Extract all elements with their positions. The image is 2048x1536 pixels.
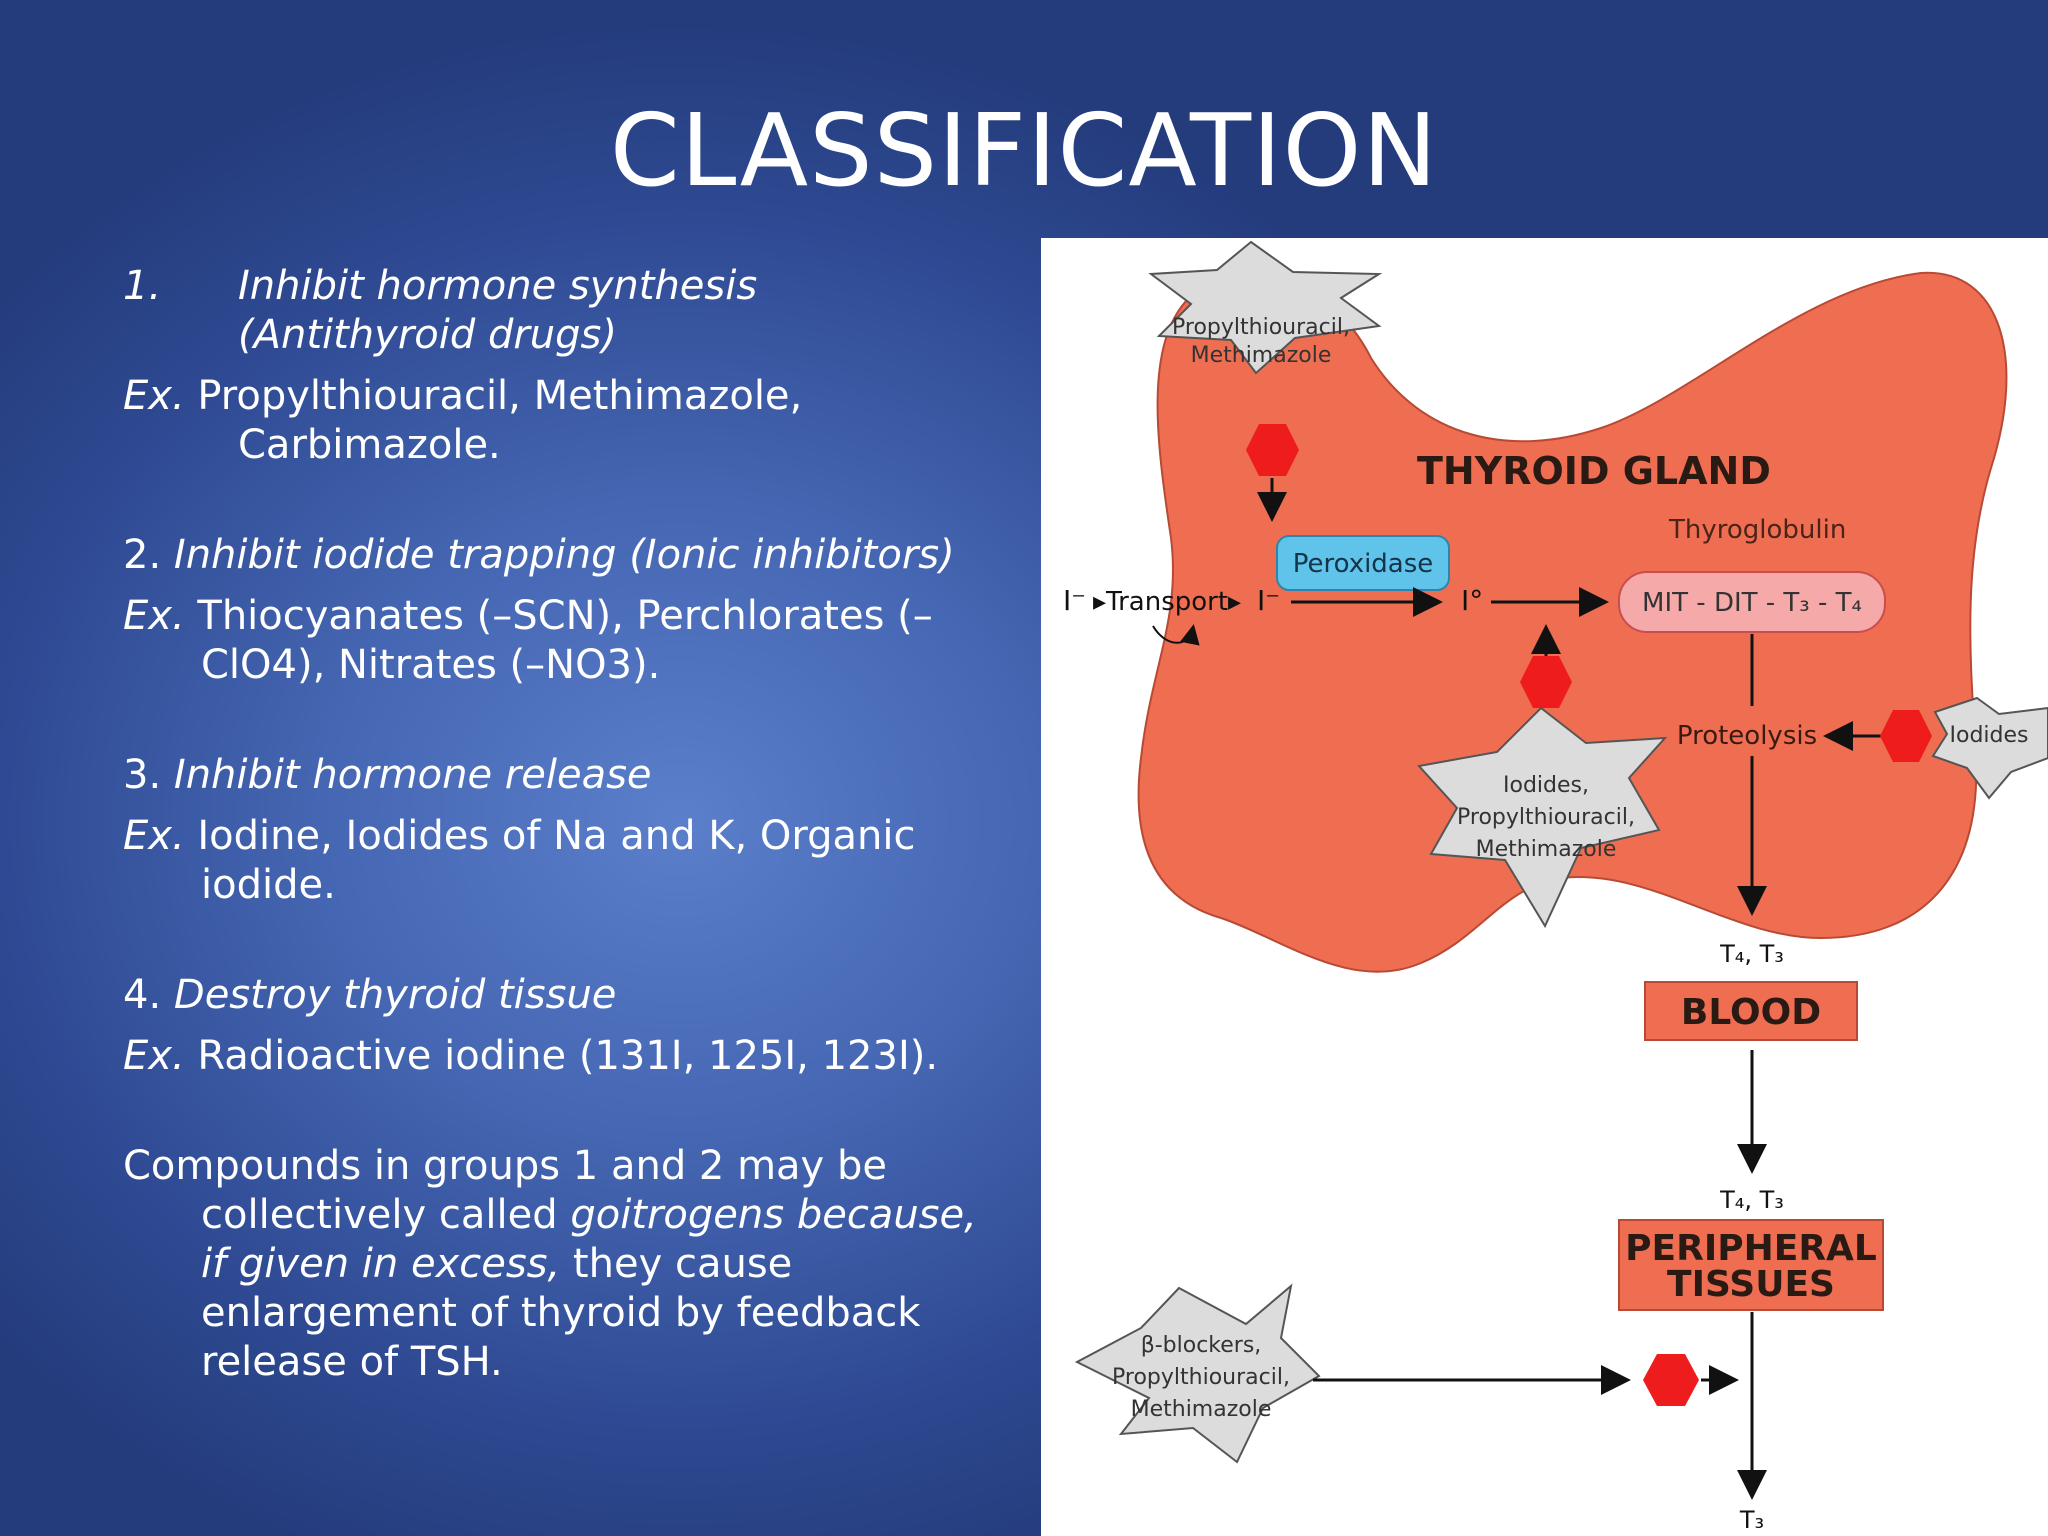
page-title: CLASSIFICATION [609,92,1439,209]
group-1-ex-label: Ex. [123,373,185,419]
thyroid-gland-label: THYROID GLAND [1417,449,1771,493]
peripheral-line2: TISSUES [1667,1264,1835,1305]
inhibitor-hexagon-2 [1520,656,1572,708]
note-part2: collectively called [201,1192,571,1238]
iodide-left-label: I⁻ [1063,584,1086,617]
thyroid-diagram-svg: Propylthiouracil, Methimazole THYROID GL… [1063,240,2048,1534]
group-1-examples: Ex. Propylthiouracil, Methimazole, [123,372,1023,421]
blood-box [1644,981,1858,1041]
t4-t3-label-1: T₄, T₃ [1719,940,1784,968]
group-1-number: 1. [123,263,162,309]
group-4-number: 4. [123,972,162,1018]
group-2-examples: Ex. Thiocyanates (–SCN), Perchlorates (– [123,592,1023,641]
mit-dit-label: MIT - DIT - T₃ - T₄ [1642,588,1862,618]
peripheral-tissues-box [1618,1219,1884,1311]
group-4-ex-label: Ex. [123,1033,185,1079]
star-1-line2: Methimazole [1191,343,1332,368]
group-4-examples: Ex. Radioactive iodine (131I, 125I, 123I… [123,1032,1023,1081]
group-2-number: 2. [123,532,162,578]
blood-label: BLOOD [1681,992,1821,1033]
group-1-heading: 1. Inhibit hormone synthesis [123,262,1023,311]
group-1-examples-line2: Carbimazole. [238,422,501,468]
note-line2: collectively called goitrogens because, [123,1191,1023,1240]
iodine-label: I° [1461,584,1483,617]
group-2-ex-label: Ex. [123,593,185,639]
group-2-heading-text: Inhibit iodide trapping (Ionic inhibitor… [173,532,955,578]
peroxidase-box [1276,535,1450,591]
star-4-line1: β-blockers, [1141,1333,1262,1358]
inhibitor-star-3 [1931,696,2048,800]
group-4-heading: 4. Destroy thyroid tissue [123,971,1023,1020]
star-4-line3: Methimazole [1131,1397,1272,1422]
star-2-line2: Propylthiouracil, [1457,805,1635,830]
thyroglobulin-label: Thyroglobulin [1668,515,1846,545]
star-1-line1: Propylthiouracil, [1172,315,1350,340]
classification-list: 1. Inhibit hormone synthesis (Antithyroid… [123,262,1023,1387]
group-1-examples-line2-row: Carbimazole. [123,421,1023,470]
t3-label: T₃ [1739,1506,1764,1534]
group-3-examples-line2-row: iodide. [123,861,1023,910]
note-part3: goitrogens because, [570,1192,977,1238]
transport-label: ▸Transport▸ [1093,587,1241,617]
inhibitor-hexagon-1 [1246,424,1299,476]
star-2-line1: Iodides, [1503,773,1589,798]
group-3-heading-text: Inhibit hormone release [173,752,652,798]
group-1-heading-line1: Inhibit hormone synthesis [238,263,758,309]
group-1-examples-line1: Propylthiouracil, Methimazole, [184,373,803,419]
group-1-heading-line2-row: (Antithyroid drugs) [123,311,1023,360]
group-3-heading: 3. Inhibit hormone release [123,751,1023,800]
peripheral-line1: PERIPHERAL [1625,1228,1877,1269]
group-4-examples-line1: Radioactive iodine (131I, 125I, 123I). [184,1033,939,1079]
t4-t3-label-2: T₄, T₃ [1719,1186,1784,1214]
note-line5: release of TSH. [201,1339,503,1385]
group-2-examples-line2-row: ClO4), Nitrates (–NO3). [123,641,1023,690]
group-3-examples: Ex. Iodine, Iodides of Na and K, Organic [123,812,1023,861]
inhibitor-hexagon-4 [1643,1354,1699,1406]
note-part4: if given in excess, [201,1241,561,1287]
note-line1: Compounds in groups 1 and 2 may be [123,1143,887,1189]
note-line4: enlargement of thyroid by feedback [201,1290,921,1336]
note-line3: if given in excess, they cause [123,1240,1023,1289]
mit-dit-box [1618,571,1886,633]
note-part5: they cause [560,1241,793,1287]
inhibitor-hexagon-3 [1880,710,1932,762]
group-3-examples-line2: iodide. [201,862,336,908]
group-2-heading: 2. Inhibit iodide trapping (Ionic inhibi… [123,531,1023,580]
inhibitor-star-4 [1074,1283,1321,1464]
star-4-line2: Propylthiouracil, [1112,1365,1290,1390]
group-2-examples-line2: ClO4), Nitrates (–NO3). [201,642,661,688]
thyroid-diagram: Propylthiouracil, Methimazole THYROID GL… [1041,238,2048,1536]
iodide-mid-label: I⁻ [1257,584,1280,617]
group-4-heading-text: Destroy thyroid tissue [173,972,617,1018]
inhibitor-star-2 [1417,706,1668,929]
group-1-heading-line2: (Antithyroid drugs) [238,312,617,358]
group-3-examples-line1: Iodine, Iodides of Na and K, Organic [184,813,916,859]
group-3-number: 3. [123,752,162,798]
star-2-line3: Methimazole [1476,837,1617,862]
group-3-ex-label: Ex. [123,813,185,859]
inhibitor-star-1 [1148,240,1383,375]
star-3-label: Iodides [1950,723,2029,748]
proteolysis-label: Proteolysis [1677,721,1817,751]
thyroid-gland-shape [1137,271,2008,973]
peroxidase-label: Peroxidase [1293,549,1434,579]
group-2-examples-line1: Thiocyanates (–SCN), Perchlorates (– [184,593,933,639]
